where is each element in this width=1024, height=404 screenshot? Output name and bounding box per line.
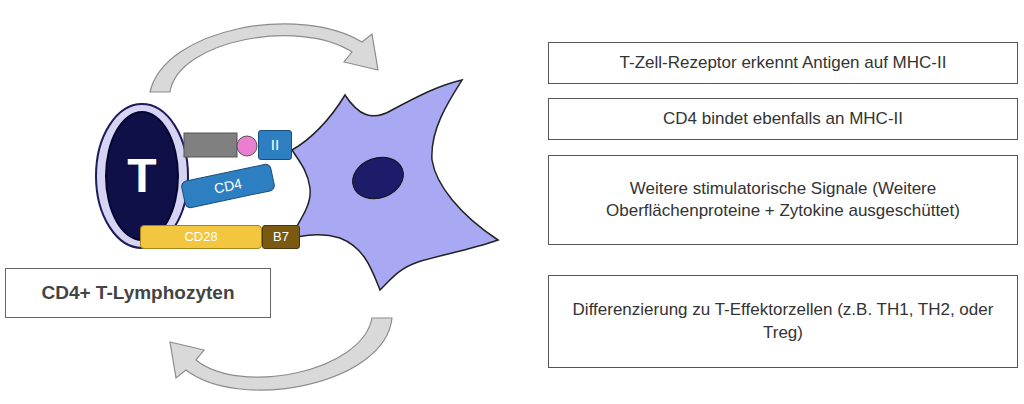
cd28-bar: CD28 [140,225,262,249]
antigen [237,136,257,156]
node-text: Weitere stimulatorische Signale (Weitere… [563,178,1003,222]
cycle-arrow [170,318,392,390]
step-box: CD4 bindet ebenfalls an MHC-II [548,98,1018,140]
cd4-bar: CD4 [180,163,276,210]
node-text: B7 [273,229,289,246]
step-box: Weitere stimulatorische Signale (Weitere… [548,155,1018,245]
cycle-arrow [150,24,378,92]
node-text: Differenzierung zu T-Effektorzellen (z.B… [563,299,1003,343]
node-text: CD4+ T-Lymphozyten [41,281,234,306]
node-text: CD4 [212,174,243,198]
node-text: CD28 [184,229,217,246]
b7-box: B7 [262,225,300,249]
dendritic-cell [290,80,498,290]
node-text: CD4 bindet ebenfalls an MHC-II [663,108,903,130]
step-box: T-Zell-Rezeptor erkennt Antigen auf MHC-… [548,42,1018,84]
label-box: CD4+ T-Lymphozyten [5,268,271,318]
node-text: T-Zell-Rezeptor erkennt Antigen auf MHC-… [620,52,947,74]
t-cell-receptor [184,133,237,157]
cell-nucleus [347,150,410,205]
t-cell-nucleus: T [105,111,179,241]
node-text: II [271,135,279,155]
node-text: T [127,145,156,207]
step-box: Differenzierung zu T-Effektorzellen (z.B… [548,275,1018,368]
mhc-ii-box: II [258,130,292,160]
